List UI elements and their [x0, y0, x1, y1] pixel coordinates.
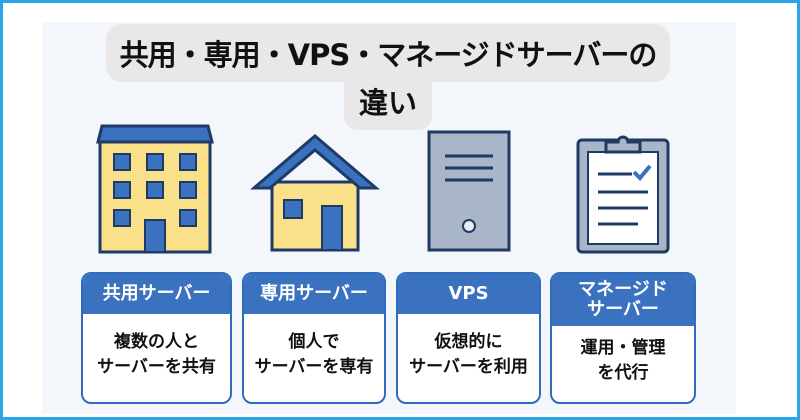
house-icon — [250, 134, 380, 252]
card-managed-server: マネージドサーバー 運用・管理を代行 — [550, 272, 696, 404]
card-vps: VPS 仮想的にサーバーを利用 — [396, 272, 541, 404]
card-desc: 運用・管理 — [580, 338, 666, 358]
apartment-building-icon — [96, 124, 214, 254]
title-line2: 違い — [344, 78, 432, 130]
card-desc: サーバーを共有 — [97, 357, 216, 377]
card-desc: サーバーを利用 — [409, 357, 528, 377]
card-header: サーバー — [587, 299, 659, 320]
card-desc: を代行 — [597, 363, 649, 383]
card-dedicated-server: 専用サーバー 個人でサーバーを専有 — [242, 272, 386, 404]
card-desc: サーバーを専有 — [254, 357, 374, 377]
card-desc: 複数の人と — [114, 332, 199, 352]
card-desc: 仮想的に — [434, 332, 503, 352]
card-header: 専用サーバー — [244, 274, 384, 314]
card-header: マネージド — [578, 279, 668, 300]
clipboard-checklist-icon — [576, 135, 670, 254]
card-desc: 個人で — [288, 332, 340, 352]
title-line1: 共用・専用・VPS・マネージドサーバーの — [105, 24, 671, 82]
card-header: 共用サーバー — [83, 274, 230, 314]
card-shared-server: 共用サーバー 複数の人とサーバーを共有 — [81, 272, 232, 404]
title: 共用・専用・VPS・マネージドサーバーの 違い — [74, 24, 702, 130]
server-tower-icon — [427, 130, 511, 252]
card-header: VPS — [398, 274, 539, 314]
